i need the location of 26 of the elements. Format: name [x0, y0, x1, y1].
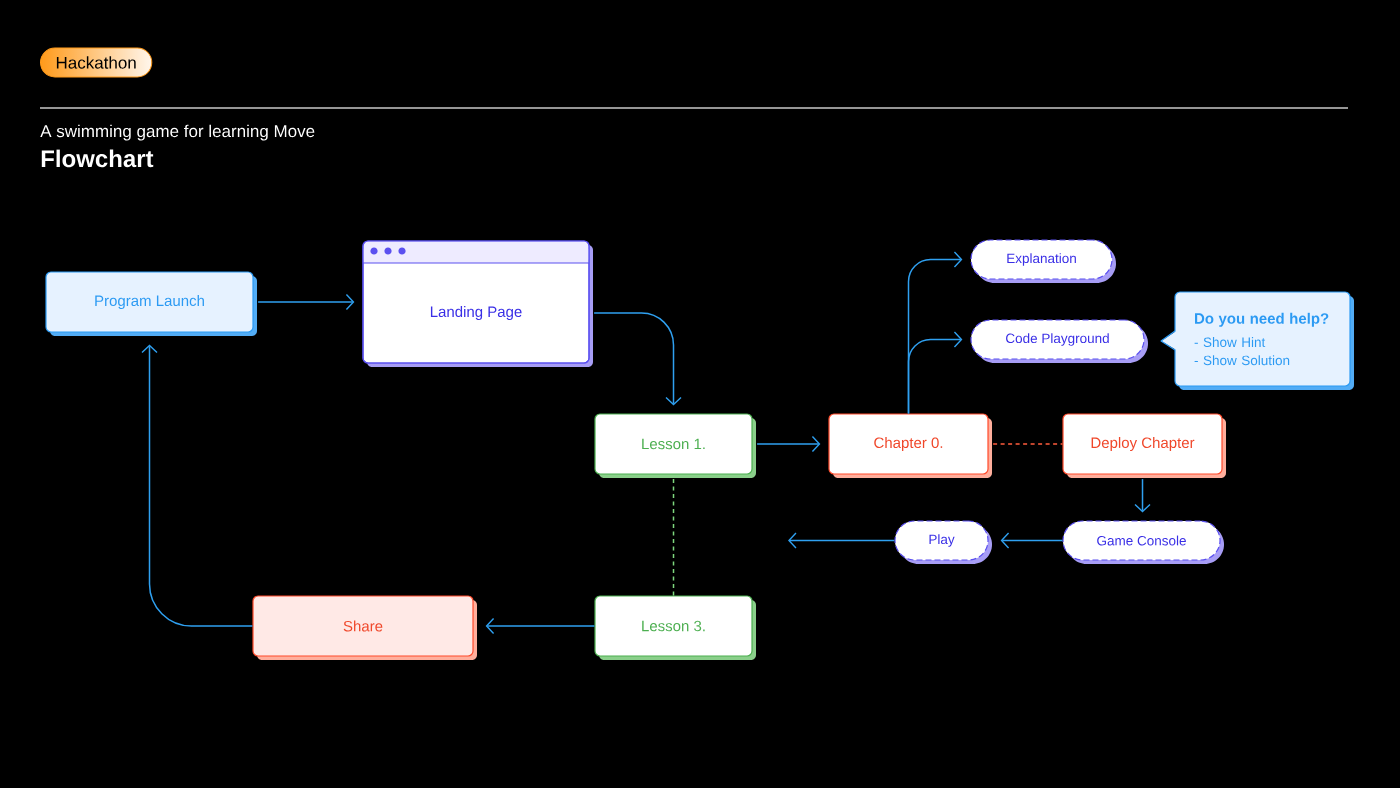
browser-window: Landing Page — [362, 240, 593, 367]
process-box: Chapter 0. — [828, 413, 992, 478]
arrow — [1000, 532, 1064, 549]
arrow — [141, 344, 254, 627]
title: Flowchart — [41, 149, 154, 168]
arrow — [788, 532, 896, 549]
arrow — [756, 435, 821, 453]
process-box: Lesson 3. — [594, 595, 756, 660]
arrow — [485, 617, 596, 635]
speech-bubble: Do you need help? - Show Hint - Show Solution — [1160, 291, 1354, 390]
arrow — [907, 331, 963, 415]
process-box: Lesson 1. — [594, 413, 756, 478]
subtitle: A swimming game for learning Move — [40, 124, 315, 141]
arrow — [593, 312, 682, 406]
dashed-line — [672, 478, 675, 597]
dashed-pill: Play — [894, 520, 992, 564]
arrow — [1134, 478, 1151, 513]
process-box: Deploy Chapter — [1062, 413, 1226, 478]
dashed-line — [992, 443, 1064, 445]
badge: Hackathon — [40, 47, 153, 78]
arrow — [257, 293, 355, 311]
process-box: Share — [252, 595, 477, 660]
dashed-pill: Code Playground — [970, 319, 1148, 363]
dashed-pill: Explanation — [970, 239, 1116, 283]
process-box: Program Launch — [45, 271, 257, 336]
dashed-pill: Game Console — [1062, 520, 1224, 564]
